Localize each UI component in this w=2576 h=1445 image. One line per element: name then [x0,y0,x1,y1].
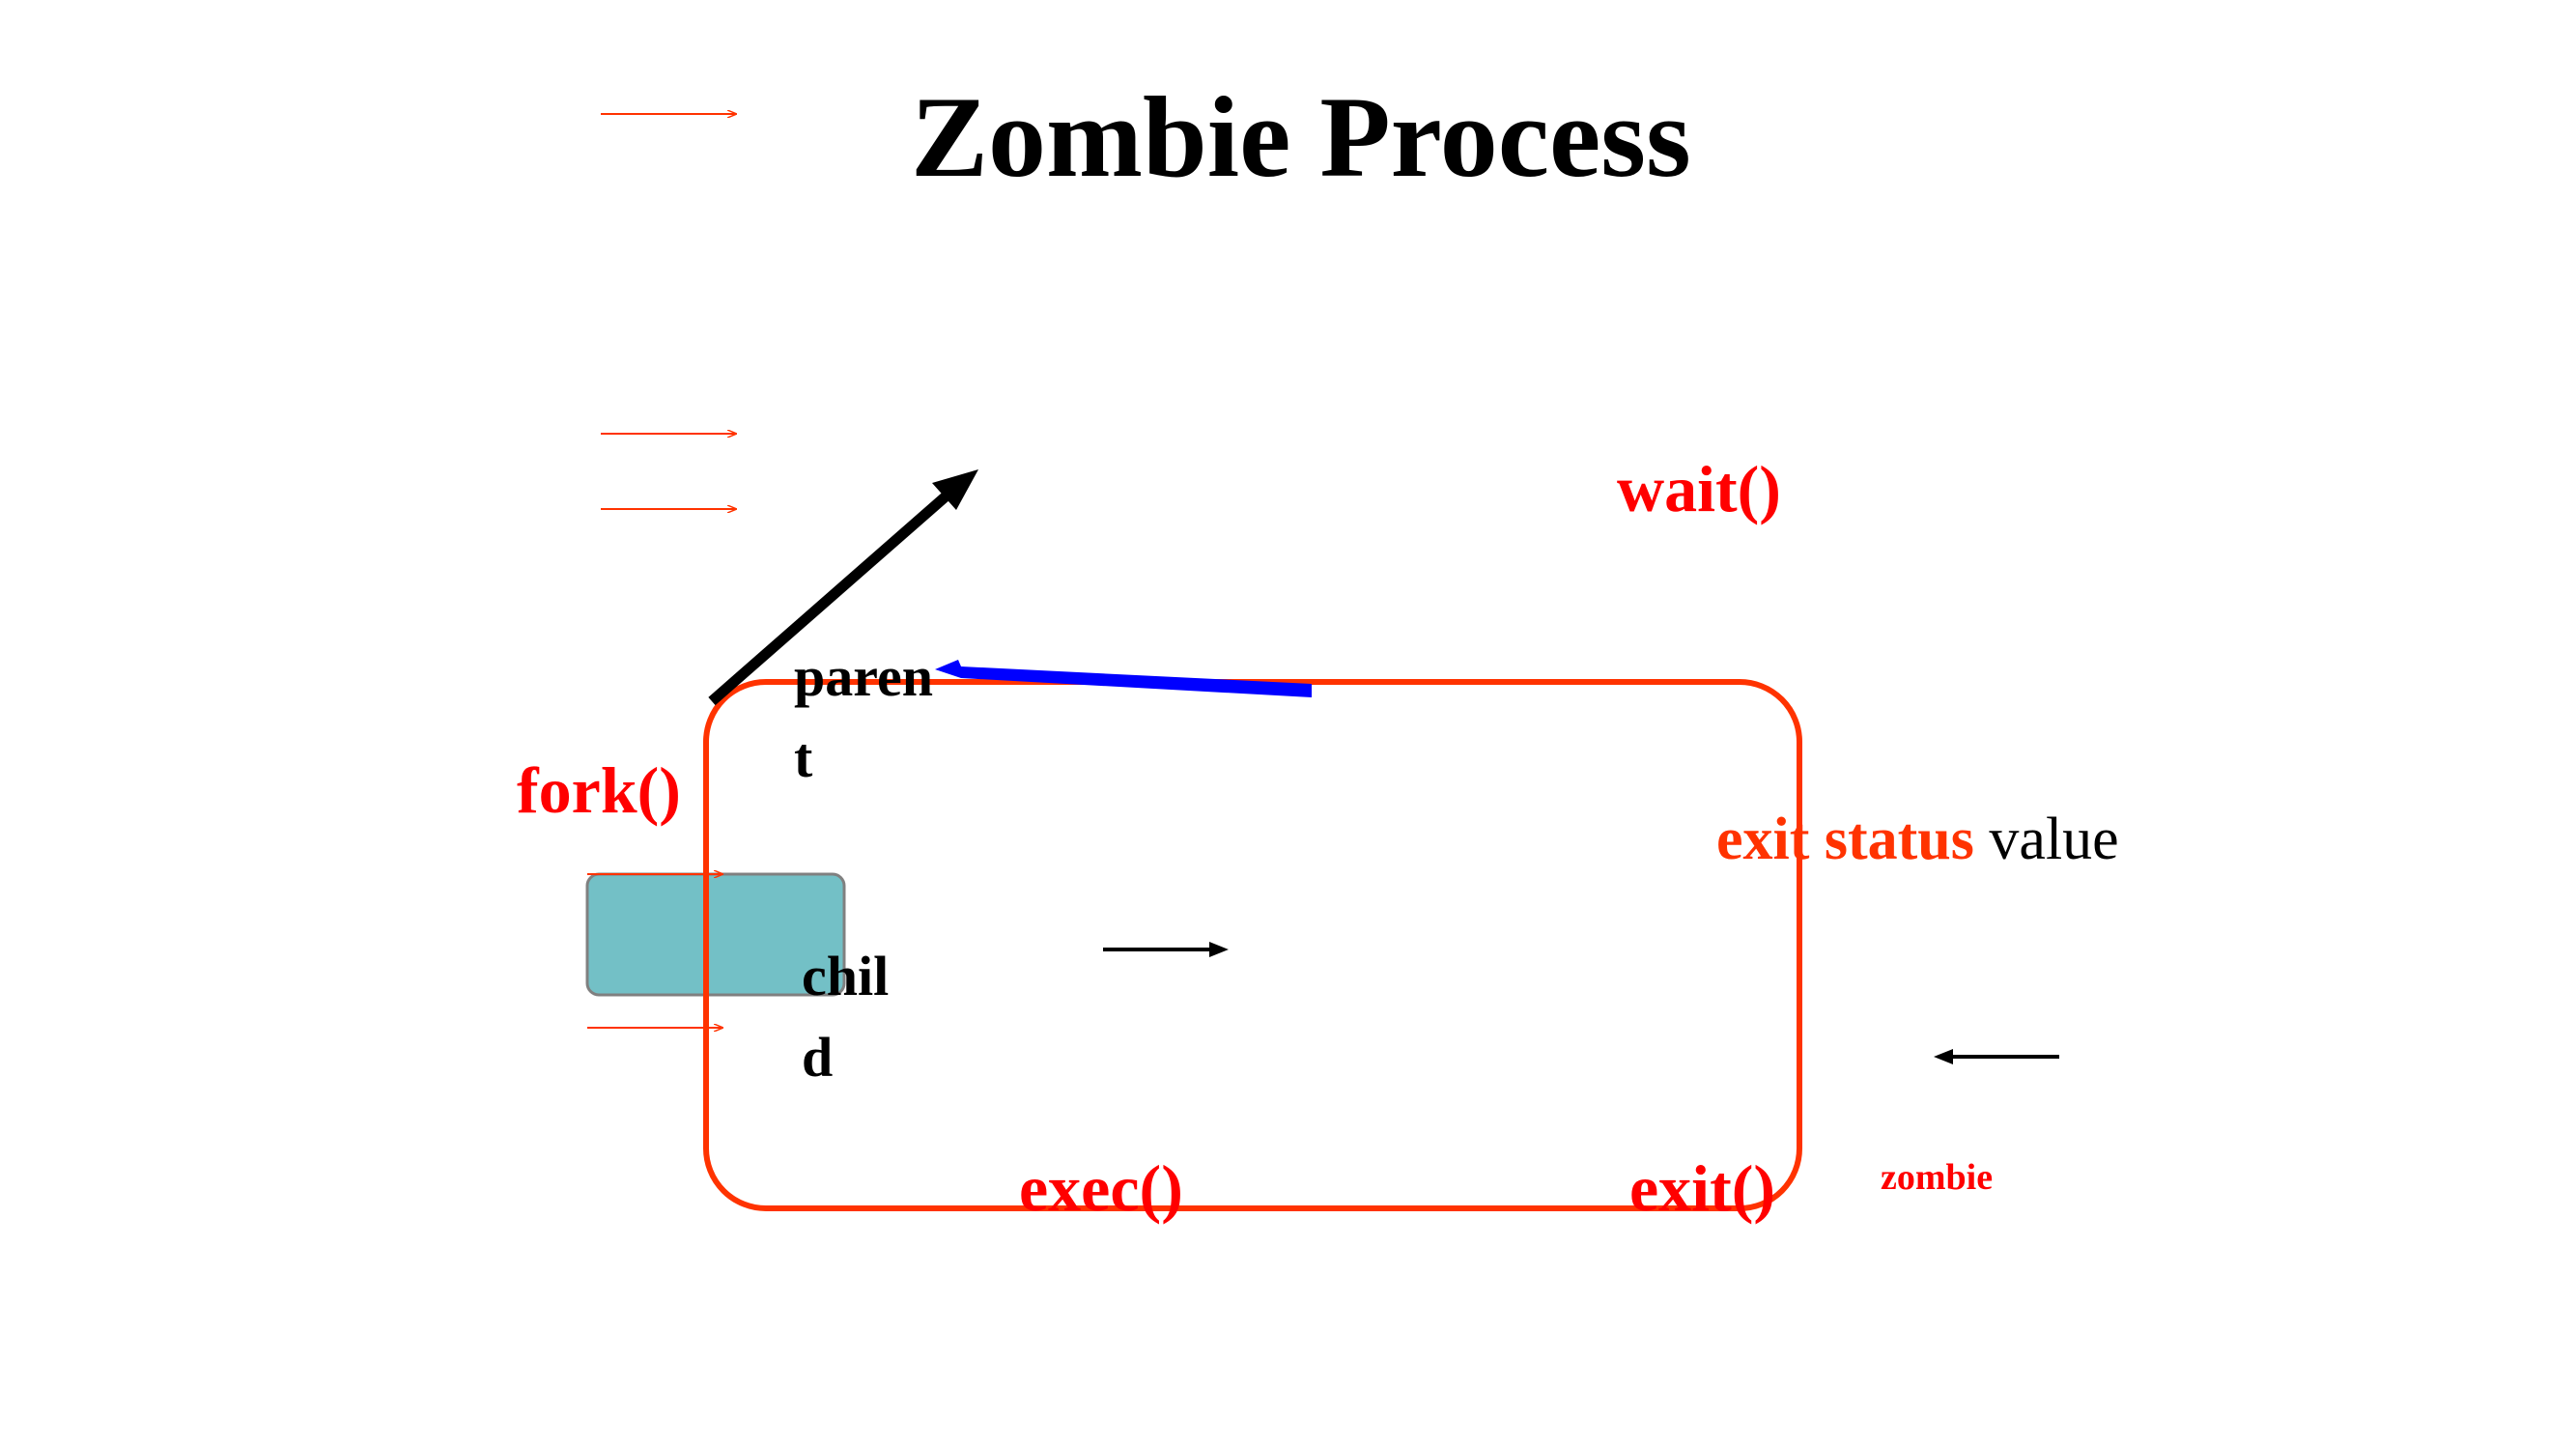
fork-label: fork() [517,753,681,827]
slide-title: Zombie Process [911,72,1691,201]
exit-status-label: exit status value [1716,809,2119,869]
exec-label: exec() [1019,1151,1183,1225]
parent-label-line2: t [794,726,813,789]
wait-return-arrow [935,660,1312,697]
exit-status-value: value [1989,807,2119,872]
parent-continues-arrowhead [932,469,978,510]
parent-label-line1: paren [794,645,933,708]
zombie-label: zombie [1881,1157,1994,1198]
parent-continues-arrow [708,478,965,706]
wait-label: wait() [1617,452,1781,525]
zombie-arrowhead [1934,1049,1953,1064]
child-label-line1: chil [802,945,890,1007]
child-to-exec-arrowhead [1209,942,1229,957]
exit-label: exit() [1629,1151,1776,1225]
child-label-line2: d [802,1026,834,1089]
exit-status-term: exit status [1716,807,1974,872]
